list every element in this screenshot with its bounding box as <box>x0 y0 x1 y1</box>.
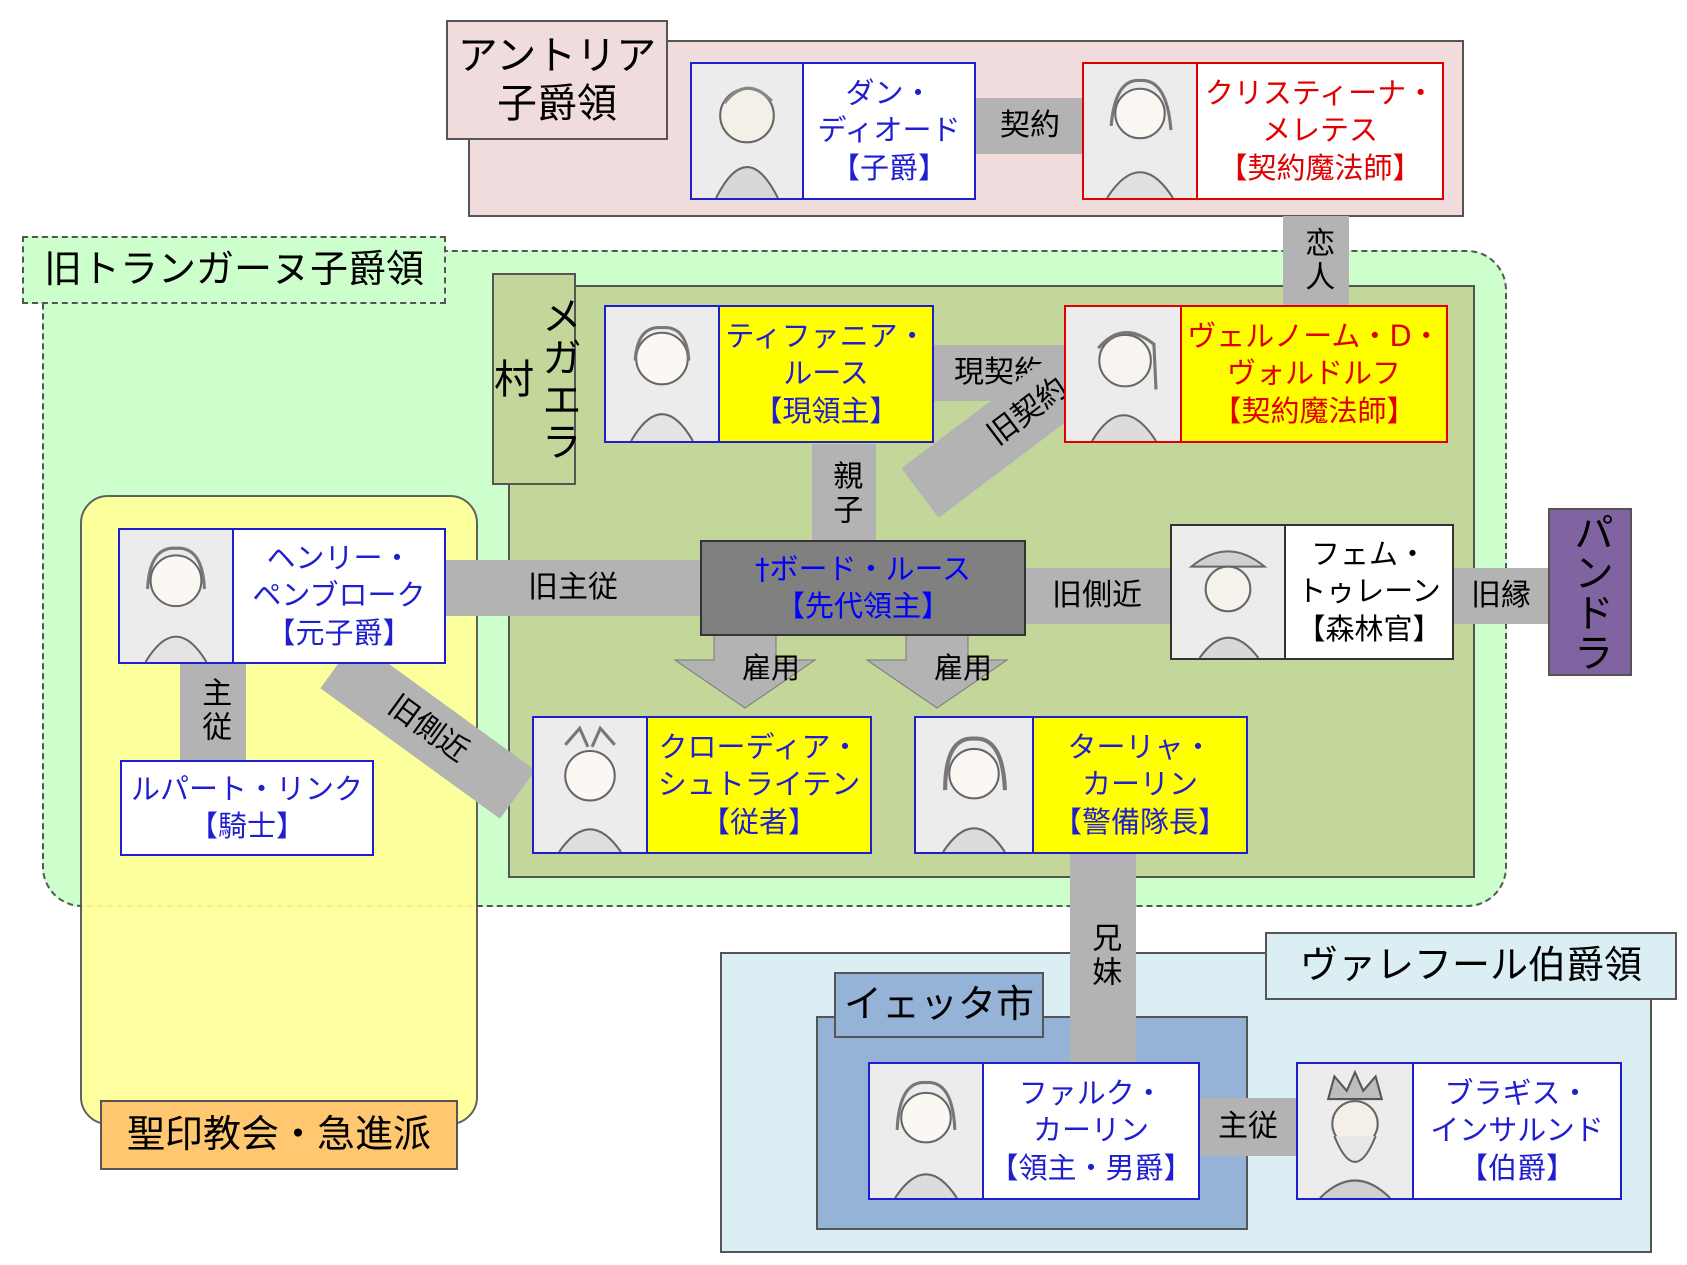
portrait-bragis <box>1298 1064 1414 1198</box>
name-line-1: フェム・ <box>1310 537 1427 572</box>
role-line: 【現領主】 <box>753 393 899 428</box>
relation-label: 恋人 <box>1299 227 1335 295</box>
name-line-1: ダン・ <box>845 76 933 111</box>
relation-bord-talia: 雇用 <box>908 645 1018 687</box>
name-line-1: ターリャ・ <box>1067 730 1213 765</box>
portrait-christina <box>1084 64 1198 198</box>
name-line-1: †ボード・ルース <box>754 551 972 586</box>
relation-label: 契約 <box>1000 107 1060 143</box>
relation-label: 旧縁 <box>1471 577 1531 613</box>
relation-label: 旧側近 <box>1052 577 1142 613</box>
relation-henry-rupert: 主従 <box>180 660 246 762</box>
label-seal-church-radical: 聖印教会・急進派 <box>100 1100 458 1170</box>
relation-talia-falk: 兄妹 <box>1070 850 1136 1062</box>
name-line-1: ルパート・リンク <box>130 771 363 806</box>
label-church-text: 聖印教会・急進派 <box>126 1112 431 1157</box>
label-antoria: アントリア 子爵領 <box>446 20 668 140</box>
portrait-henry <box>120 530 234 662</box>
label-pandora-text: パンドラ <box>1567 512 1613 672</box>
label-ietta-text: イェッタ市 <box>843 982 1034 1027</box>
name-line-2: カーリン <box>1081 767 1198 802</box>
name-line-1: ヴェルノーム・D・ <box>1187 319 1441 354</box>
name-line-2: ヴォルドルフ <box>1226 356 1401 391</box>
name-line-1: クローディア・ <box>658 730 860 765</box>
portrait-velnome <box>1066 307 1182 441</box>
relation-label: 親子 <box>827 460 863 528</box>
label-trangarne-text: 旧トランガーヌ子爵領 <box>43 247 424 292</box>
role-line: 【先代領主】 <box>775 589 950 623</box>
role-line: 【領主・男爵】 <box>989 1150 1193 1185</box>
portrait-tiffania <box>606 307 720 441</box>
relation-label: 旧主従 <box>528 569 618 605</box>
relation-label: 雇用 <box>741 651 800 685</box>
card-falk-karin: ファルク・ カーリン 【領主・男爵】 <box>868 1062 1200 1200</box>
name-line-2: ルース <box>783 356 869 391</box>
relation-bord-fem: 旧側近 <box>1022 568 1172 624</box>
relation-henry-bord: 旧主従 <box>444 560 702 616</box>
portrait-fem <box>1172 526 1286 658</box>
label-antoria-text: アントリア 子爵領 <box>457 33 657 127</box>
role-line: 【契約魔法師】 <box>1212 393 1416 428</box>
name-line-1: クリスティーナ・ <box>1204 76 1436 111</box>
label-old-trangarne: 旧トランガーヌ子爵領 <box>22 236 446 304</box>
card-claudia-streiten: クローディア・ シュトライテン 【従者】 <box>532 716 872 854</box>
role-line: 【従者】 <box>700 804 817 839</box>
relation-tiffania-bord: 親子 <box>812 444 876 544</box>
portrait-talia <box>916 718 1034 852</box>
name-line-2: シュトライテン <box>657 767 861 802</box>
card-rupert-link: ルパート・リンク 【騎士】 <box>120 760 374 856</box>
card-bragis-insalund: ブラギス・ インサルンド 【伯爵】 <box>1296 1062 1622 1200</box>
name-line-1: ヘンリー・ <box>266 541 412 576</box>
relation-label: 兄妹 <box>1086 922 1122 990</box>
relation-label: 雇用 <box>933 651 992 685</box>
relation-label: 主従 <box>1218 1108 1278 1144</box>
role-line: 【伯爵】 <box>1458 1150 1575 1185</box>
relation-bord-claudia: 雇用 <box>716 645 826 687</box>
card-tiffania-ruth: ティファニア・ ルース 【現領主】 <box>604 305 934 443</box>
role-line: 【警備隊長】 <box>1052 804 1227 839</box>
card-bord-ruth: †ボード・ルース 【先代領主】 <box>700 540 1026 636</box>
relation-label: 主従 <box>196 677 232 745</box>
role-line: 【森林官】 <box>1296 611 1442 646</box>
name-line-1: ティファニア・ <box>725 319 927 354</box>
card-talia-karin: ターリャ・ カーリン 【警備隊長】 <box>914 716 1248 854</box>
role-line: 【騎士】 <box>188 809 305 843</box>
card-fem-toulene: フェム・ トゥレーン 【森林官】 <box>1170 524 1454 660</box>
card-henry-pembroke: ヘンリー・ ペンブローク 【元子爵】 <box>118 528 446 664</box>
name-line-1: ファルク・ <box>1018 1076 1164 1111</box>
role-line: 【子爵】 <box>830 150 947 185</box>
label-varfur: ヴァレフール伯爵領 <box>1265 932 1677 1000</box>
portrait-claudia <box>534 718 648 852</box>
relation-dan-christina: 契約 <box>975 98 1085 154</box>
name-line-2: メレテス <box>1261 113 1378 148</box>
role-line: 【元子爵】 <box>266 615 412 650</box>
portrait-falk <box>870 1064 984 1198</box>
name-line-2: トゥレーン <box>1297 574 1441 609</box>
name-line-2: ペンブローク <box>252 578 426 613</box>
card-velnome-voldolf: ヴェルノーム・D・ ヴォルドルフ 【契約魔法師】 <box>1064 305 1448 443</box>
relation-falk-bragis: 主従 <box>1198 1098 1298 1156</box>
label-megaera-text: メガエラ村 <box>487 295 581 463</box>
name-line-2: ディオード <box>817 113 961 148</box>
role-line: 【契約魔法師】 <box>1218 150 1422 185</box>
relation-fem-pandora: 旧縁 <box>1452 568 1550 624</box>
name-line-1: ブラギス・ <box>1444 1076 1590 1111</box>
card-christina-meletes: クリスティーナ・ メレテス 【契約魔法師】 <box>1082 62 1444 200</box>
name-line-2: インサルンド <box>1430 1113 1604 1148</box>
relation-christina-velnome: 恋人 <box>1283 216 1349 306</box>
portrait-dan <box>692 64 804 198</box>
label-ietta-city: イェッタ市 <box>834 972 1044 1038</box>
label-megaera-village: メガエラ村 <box>487 273 581 485</box>
card-dan-diodo: ダン・ ディオード 【子爵】 <box>690 62 976 200</box>
label-varfur-text: ヴァレフール伯爵領 <box>1299 943 1642 988</box>
name-line-2: カーリン <box>1032 1113 1149 1148</box>
label-pandora: パンドラ <box>1548 508 1632 676</box>
